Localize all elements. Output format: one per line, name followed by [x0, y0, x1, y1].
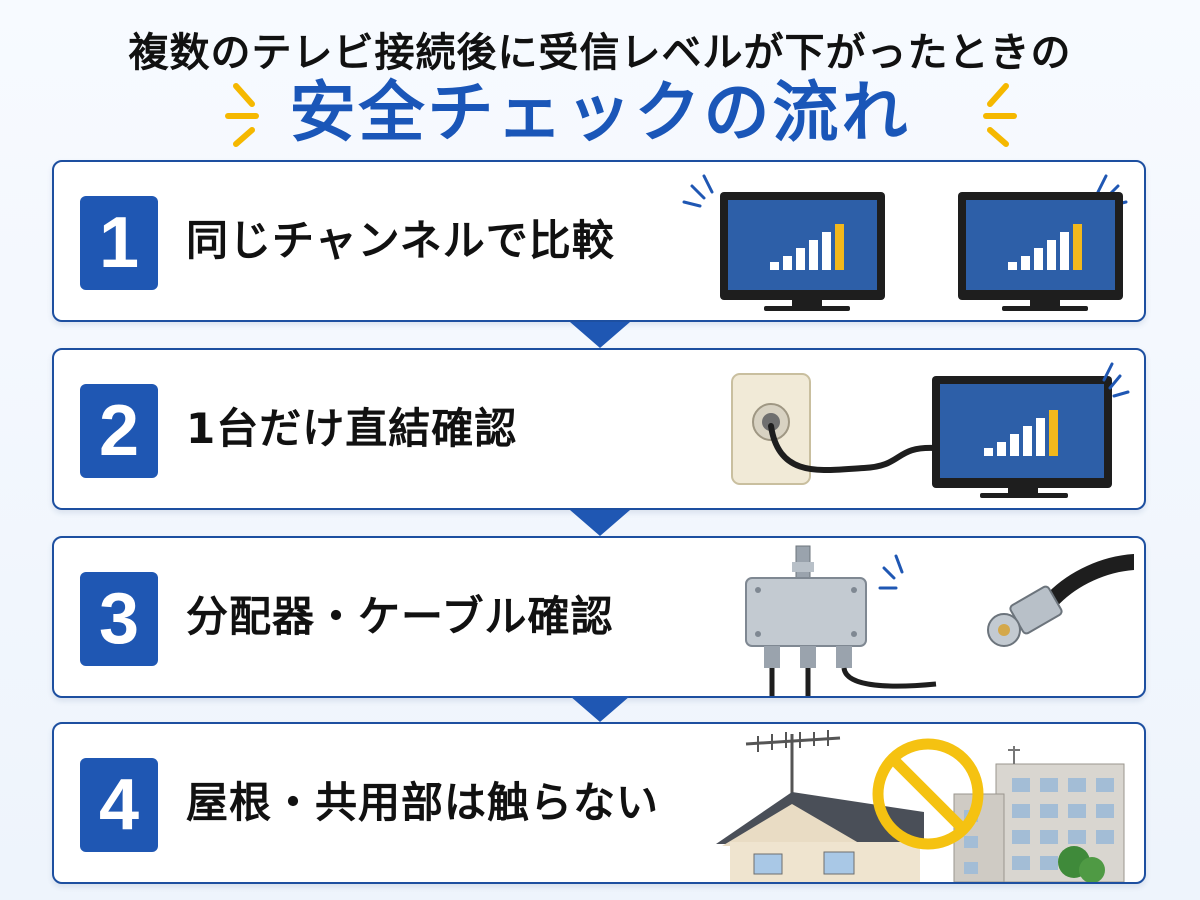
step-card-1: 1 同じチャンネルで比較 — [52, 160, 1146, 322]
title-row: 安全チェックの流れ — [0, 70, 1200, 155]
step-number-3: 3 — [80, 572, 158, 666]
down-arrow-icon — [570, 696, 630, 722]
step-card-4: 4 屋根・共用部は触らない — [52, 722, 1146, 884]
roof-antenna-prohibited-icon — [716, 730, 1125, 882]
step-label-3: 分配器・ケーブル確認 — [186, 592, 614, 641]
sparkle-left-icon — [225, 83, 259, 147]
splitter-and-cable-icon — [745, 545, 1134, 696]
step-card-2: 2 1台だけ直結確認 — [52, 348, 1146, 510]
step-number-2: 2 — [80, 384, 158, 478]
main-title: 安全チェックの流れ — [289, 74, 911, 151]
down-arrow-icon — [570, 510, 630, 536]
step-card-3: 3 分配器・ケーブル確認 — [52, 536, 1146, 698]
two-tv-signal-bars-icon — [682, 174, 1128, 311]
down-arrow-icon — [570, 322, 630, 348]
step-label-4: 屋根・共用部は触らない — [186, 778, 660, 827]
step-number-1: 1 — [80, 196, 158, 290]
wall-outlet-to-tv-icon — [731, 362, 1130, 498]
subtitle: 複数のテレビ接続後に受信レベルが下がったときの — [128, 30, 1072, 76]
step-number-4: 4 — [80, 758, 158, 852]
step-label-1: 同じチャンネルで比較 — [186, 216, 615, 265]
step-label-2: 1台だけ直結確認 — [186, 404, 518, 453]
sparkle-right-icon — [983, 83, 1017, 147]
